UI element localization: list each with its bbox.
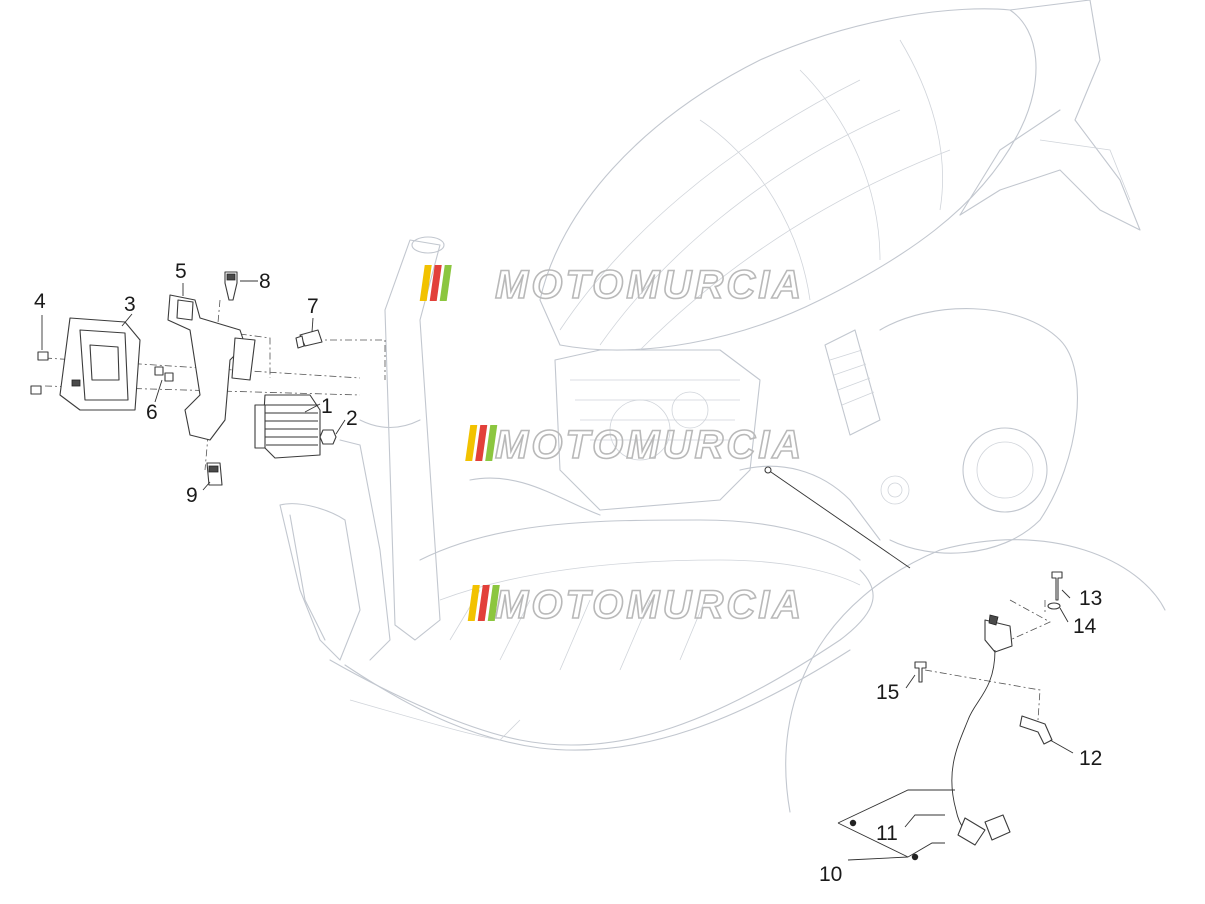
coil-bracket-12 <box>1019 715 1053 745</box>
watermark-stripe-red <box>475 425 488 461</box>
callout-12: 12 <box>1079 747 1102 770</box>
screw-4 <box>30 351 49 395</box>
screw-6 <box>154 366 174 382</box>
screw-13 <box>1051 571 1063 601</box>
electronic-unit-group <box>30 271 386 491</box>
callout-14: 14 <box>1073 615 1097 638</box>
watermark-text: MOTOMURCIA <box>495 263 804 307</box>
watermark-bottom: MOTOMURCIA <box>467 582 804 628</box>
callout-15: 15 <box>876 681 899 704</box>
watermark-stripe-green <box>439 265 452 301</box>
voltage-regulator <box>254 394 321 459</box>
callout-9: 9 <box>186 484 198 507</box>
watermark-stripe-yellow <box>419 265 432 301</box>
watermark-stripe-yellow <box>465 425 478 461</box>
connector-9 <box>206 462 223 486</box>
callout-13: 13 <box>1079 587 1102 610</box>
watermark-stripe-red <box>477 585 490 621</box>
mounting-bracket <box>167 294 256 441</box>
nut-2 <box>319 429 337 445</box>
callout-8: 8 <box>259 270 271 293</box>
callout-10: 10 <box>819 863 842 886</box>
callout-5: 5 <box>175 260 187 283</box>
callout-4: 4 <box>34 290 46 313</box>
watermark-stripe-green <box>485 425 498 461</box>
sensor-8 <box>224 271 238 301</box>
spark-plug-cap <box>957 814 1011 846</box>
watermark-stripe-green <box>487 585 500 621</box>
screw-15 <box>914 661 927 683</box>
callouts: 1 2 3 4 5 6 7 8 9 10 11 12 13 14 15 <box>34 260 1102 886</box>
washer-14 <box>1047 602 1061 610</box>
watermark-text: MOTOMURCIA <box>495 423 804 467</box>
callout-11: 11 <box>876 822 898 845</box>
callout-1: 1 <box>321 395 333 418</box>
watermark-top: MOTOMURCIA <box>419 262 804 308</box>
ignition-coil <box>951 614 1013 839</box>
ignition-detail <box>764 466 1166 861</box>
callout-6: 6 <box>146 401 158 424</box>
callout-7: 7 <box>307 295 319 318</box>
scooter-outline <box>279 0 1141 751</box>
cable-clip <box>295 329 323 349</box>
control-unit-cover <box>59 317 141 411</box>
watermark-stripe-yellow <box>467 585 480 621</box>
watermark-middle: MOTOMURCIA <box>465 422 804 468</box>
callout-2: 2 <box>346 407 358 430</box>
callout-3: 3 <box>124 293 136 316</box>
watermark-text: MOTOMURCIA <box>495 583 804 627</box>
watermark-stripe-red <box>429 265 442 301</box>
